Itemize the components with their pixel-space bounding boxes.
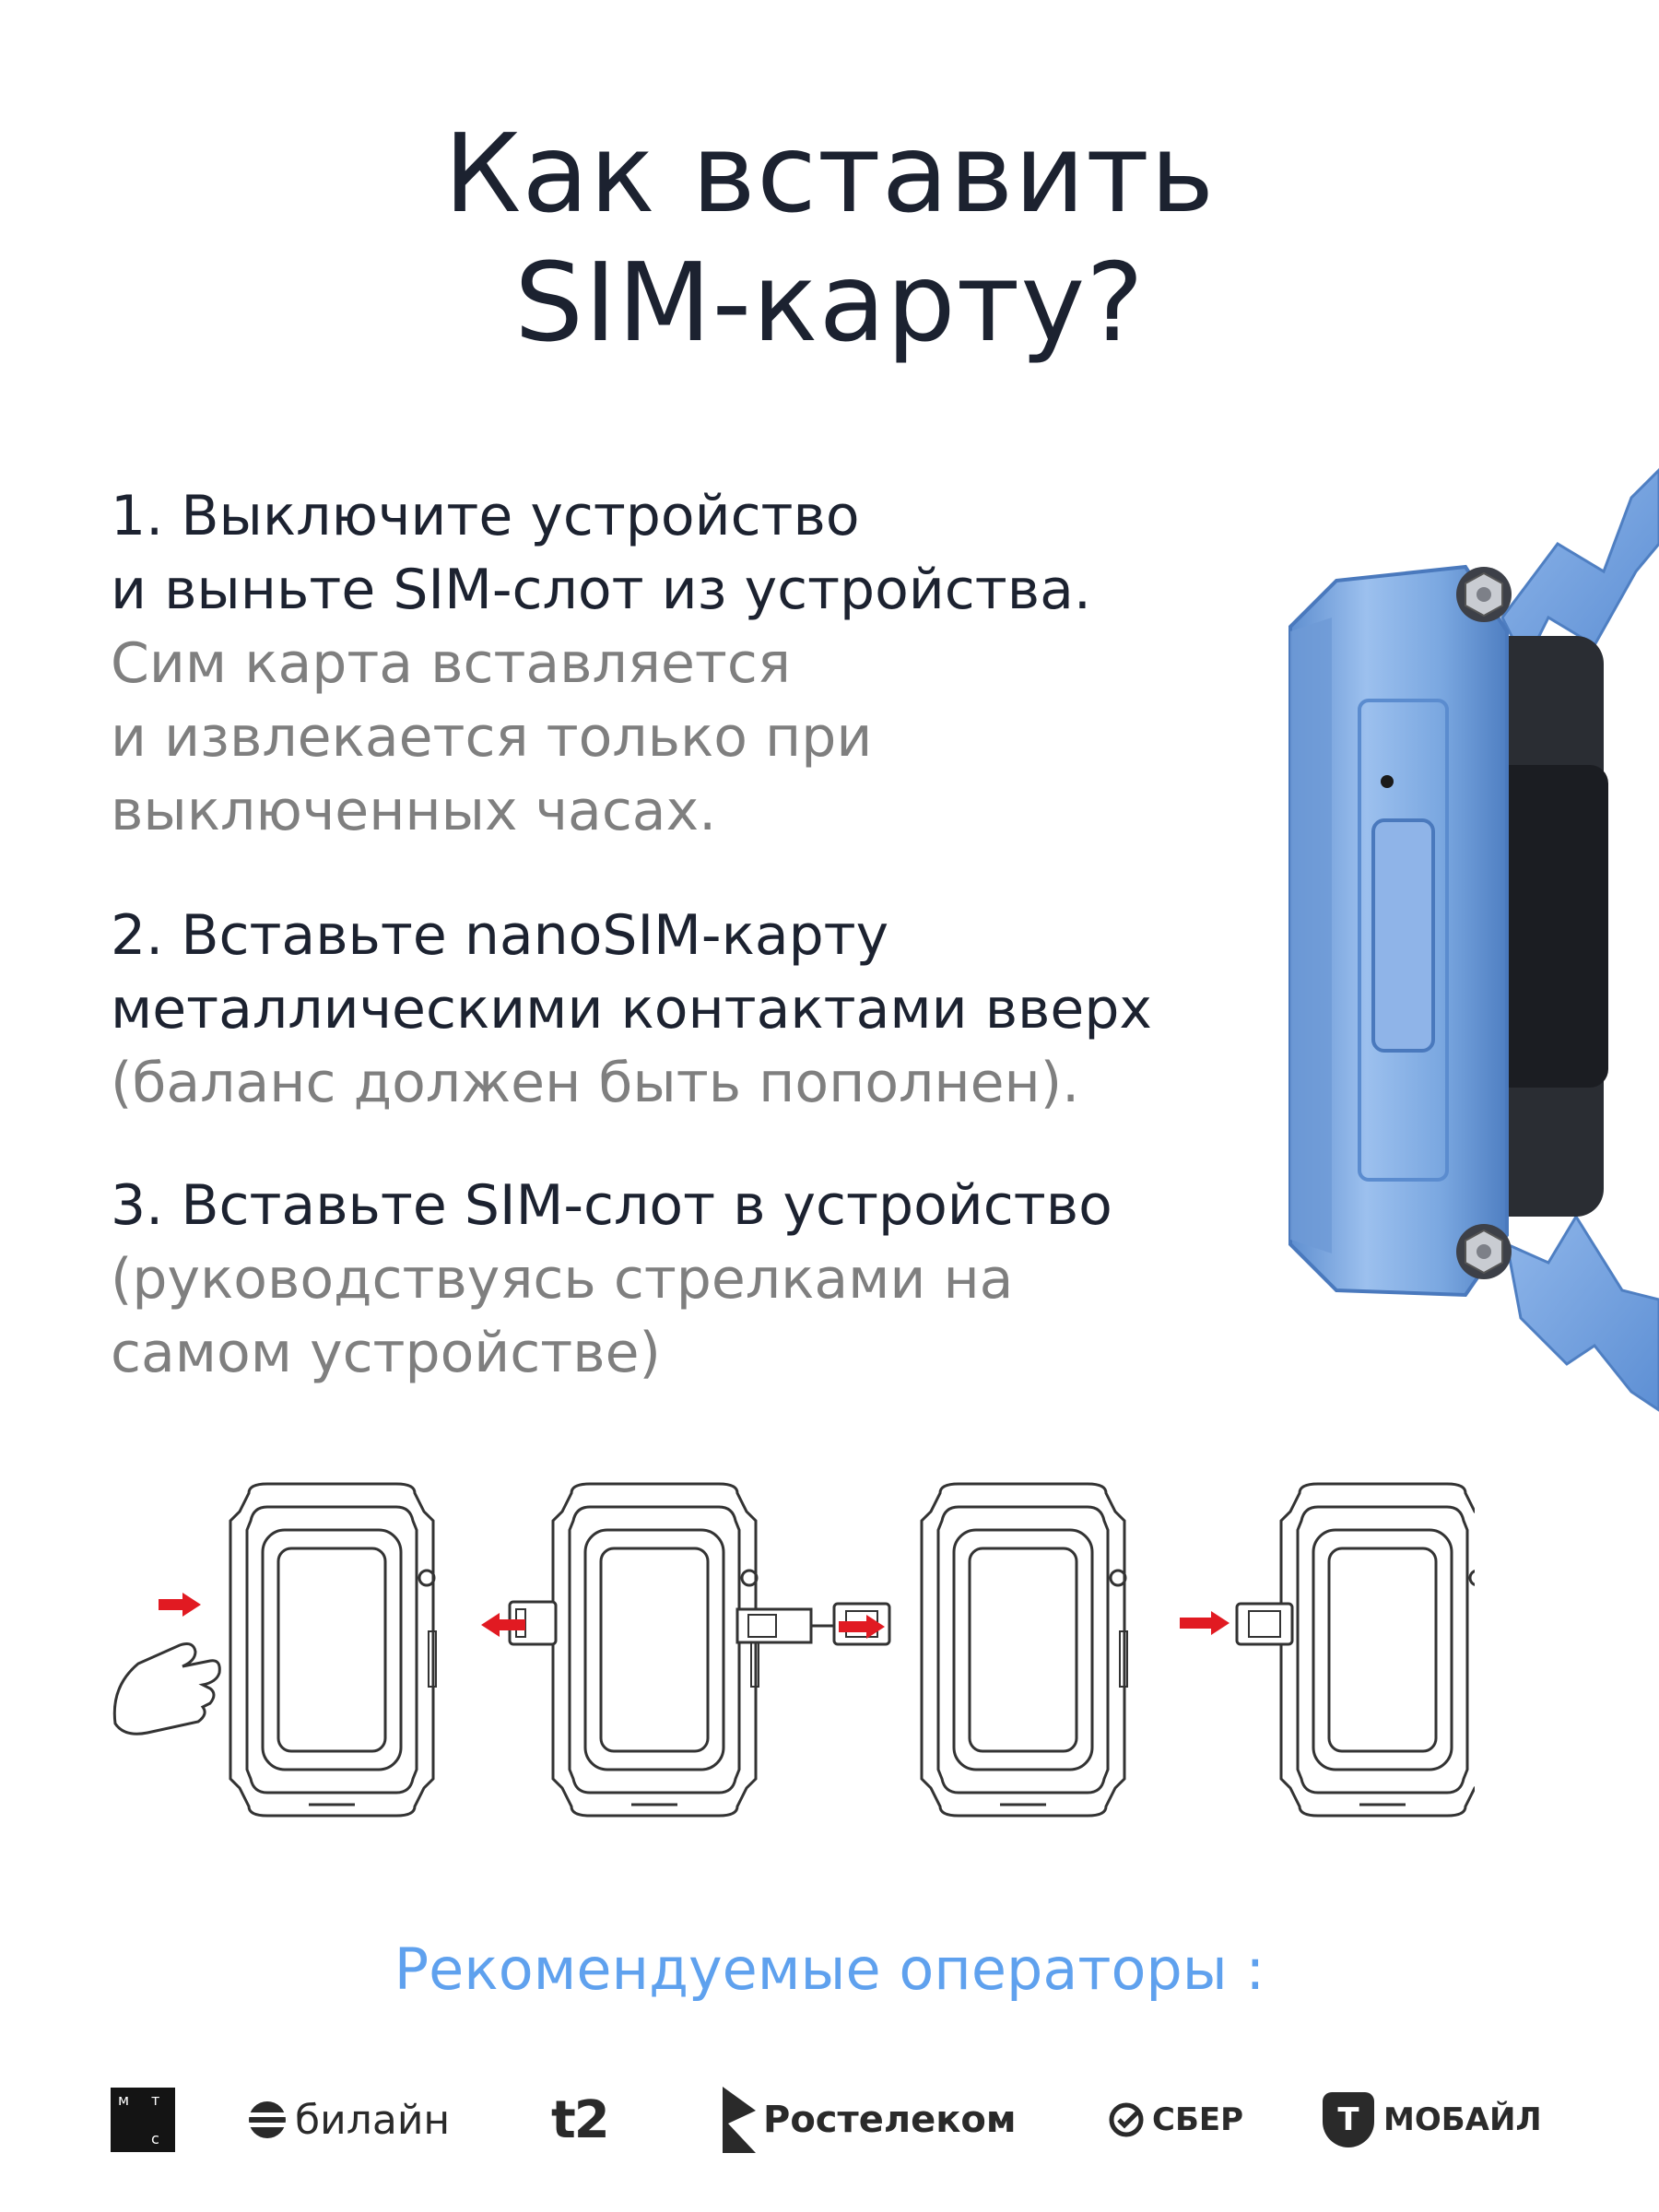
mts-letter-2: т <box>151 2091 160 2109</box>
step-1-note-2: и извлекается только при <box>111 705 873 770</box>
t-mobile-mark: T <box>1337 2101 1359 2138</box>
step-2-line-2: металлическими контактами вверх <box>111 977 1152 1041</box>
operator-logos: м т с билайн t2 Ростелеком СБЕР T <box>0 2069 1659 2171</box>
sim-slot-cover <box>1371 818 1435 1053</box>
sber-icon <box>1109 2102 1144 2137</box>
screw-top-icon <box>1456 567 1512 622</box>
screw-bottom-icon <box>1456 1224 1512 1279</box>
watch-step-2 <box>508 1482 760 1818</box>
title-line-1: Как вставить <box>443 110 1216 237</box>
hand-pointer-icon <box>112 1642 221 1735</box>
logo-rostelecom: Ростелеком <box>719 2069 1017 2171</box>
step-1-note-1: Сим карта вставляется <box>111 631 791 696</box>
step-1-line-2: и выньте SIM-слот из устройства. <box>111 558 1091 622</box>
mts-letter-3: с <box>151 2130 159 2147</box>
title-line-2: SIM-карту? <box>514 239 1145 366</box>
red-arrow-4 <box>1180 1611 1230 1635</box>
sber-name: СБЕР <box>1152 2101 1244 2138</box>
watch-step-3 <box>735 1482 1129 1818</box>
t-mobile-name: МОБАЙЛ <box>1383 2101 1542 2138</box>
t-mobile-shield-icon: T <box>1323 2092 1374 2147</box>
step-2-line-1: 2. Вставьте nanoSIM-карту <box>111 903 889 968</box>
logo-t-mobile: T МОБАЙЛ <box>1323 2069 1542 2171</box>
logo-t2: t2 <box>551 2069 610 2171</box>
operators-heading: Рекомендуемые операторы : <box>394 1936 1265 2003</box>
step-3-note-2: самом устройстве) <box>111 1321 661 1385</box>
rostelecom-icon <box>723 2087 756 2153</box>
beeline-icon <box>249 2101 286 2138</box>
logo-beeline: билайн <box>247 2069 450 2171</box>
page-title: Как вставить SIM-карту? <box>0 109 1659 367</box>
step-3: 3. Вставьте SIM-слот в устройство (руков… <box>111 1169 1112 1390</box>
step-2-note-1: (баланс должен быть пополнен). <box>111 1051 1080 1115</box>
watch-side-view-image <box>1288 467 1659 1412</box>
red-arrow-1 <box>159 1593 201 1617</box>
sim-insertion-steps-diagram <box>112 1482 1475 1818</box>
red-arrow-2 <box>481 1613 525 1637</box>
watch-step-4 <box>1235 1482 1475 1818</box>
logo-mts: м т с <box>111 2069 175 2171</box>
rostelecom-name: Ростелеком <box>763 2099 1017 2141</box>
step-3-note-1: (руководствуясь стрелками на <box>111 1247 1014 1312</box>
step-1-line-1: 1. Выключите устройство <box>111 484 860 548</box>
beeline-name: билайн <box>295 2096 451 2144</box>
watch-step-1 <box>229 1482 438 1818</box>
step-1: 1. Выключите устройство и выньте SIM-сло… <box>111 479 1091 848</box>
sim-tray-with-card <box>1235 1602 1294 1646</box>
t2-name: t2 <box>551 2089 610 2150</box>
logo-sber: СБЕР <box>1108 2069 1243 2171</box>
red-arrow-3 <box>839 1615 885 1639</box>
step-1-note-3: выключенных часах. <box>111 779 717 843</box>
step-3-line-1: 3. Вставьте SIM-слот в устройство <box>111 1173 1112 1238</box>
step-2: 2. Вставьте nanoSIM-карту металлическими… <box>111 899 1152 1120</box>
mts-letter-1: м <box>118 2091 130 2109</box>
